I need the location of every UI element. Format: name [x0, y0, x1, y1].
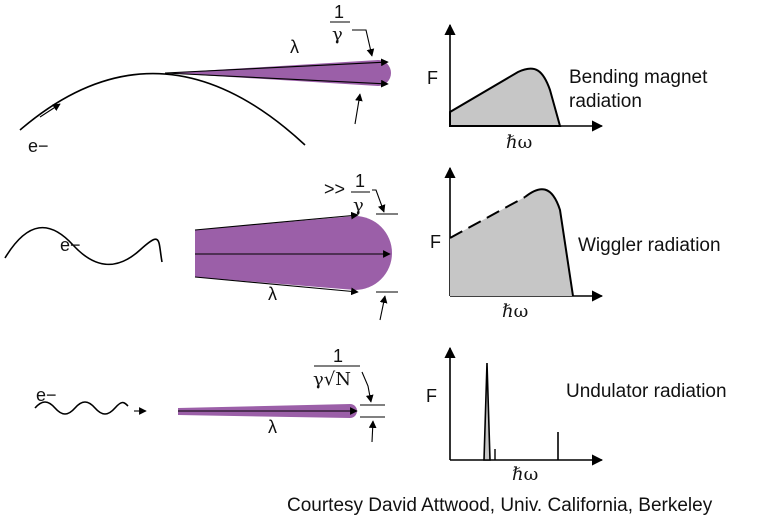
angle-arrow-top: [352, 29, 375, 57]
angle-numerator: 1: [333, 346, 343, 366]
angle-arrow-bottom: [379, 295, 388, 321]
wiggler-panel: e− λ >> 1 γ F ℏω Wiggler radiation: [4, 166, 721, 322]
angle-numerator: 1: [334, 2, 344, 22]
spectrum-dashed: [449, 196, 526, 239]
electron-label: e−: [28, 136, 49, 156]
axis-y-label: F: [427, 68, 438, 88]
ray: [194, 211, 359, 231]
caption: Bending magnet: [569, 67, 708, 88]
radiation-beam: [165, 60, 391, 86]
angle-numerator: 1: [355, 171, 365, 191]
angle-denominator: γ: [332, 24, 343, 45]
angle-arrow-top: [372, 189, 386, 213]
wavelength-label: λ: [290, 37, 299, 57]
radiation-beam: [195, 216, 392, 290]
angle-prefix: >>: [324, 179, 345, 199]
axis-y-label: F: [426, 386, 437, 406]
angle-arrow-top: [361, 371, 374, 403]
undulator-panel: e− λ 1 γ√N F ℏω Undulator radiation: [34, 346, 727, 485]
spectrum-curve: [524, 188, 574, 297]
electron-label: e−: [60, 235, 81, 255]
trajectory-arrow: [39, 103, 61, 118]
ray: [194, 276, 359, 296]
wavelength-label: λ: [268, 284, 277, 304]
electron-trajectory: [4, 226, 163, 266]
angle-denominator: γ√N: [313, 369, 351, 390]
ray: [164, 72, 389, 88]
spectrum-curve: [449, 67, 562, 127]
caption: Undulator radiation: [566, 381, 727, 402]
angle-denominator: γ: [353, 195, 364, 216]
credit-line: Courtesy David Attwood, Univ. California…: [287, 495, 713, 516]
electron-trajectory: [34, 401, 129, 415]
angle-arrow-bottom: [354, 93, 363, 125]
caption: Wiggler radiation: [578, 235, 721, 256]
spectrum-fill: [450, 189, 573, 296]
axis-x-label: ℏω: [506, 132, 532, 153]
wavelength-label: λ: [268, 417, 277, 437]
axis-x-label: ℏω: [512, 464, 538, 485]
ray: [164, 58, 389, 74]
angle-arrow-bottom: [368, 420, 377, 443]
axis-y-label: F: [430, 232, 441, 252]
electron-label: e−: [36, 385, 57, 405]
harmonic-peak: [483, 362, 491, 461]
electron-trajectory: [19, 72, 306, 146]
caption: radiation: [569, 91, 642, 112]
axis-x-label: ℏω: [502, 301, 528, 322]
bending-magnet-panel: e− λ 1 γ F ℏω Bending magnet radiation: [19, 2, 708, 156]
